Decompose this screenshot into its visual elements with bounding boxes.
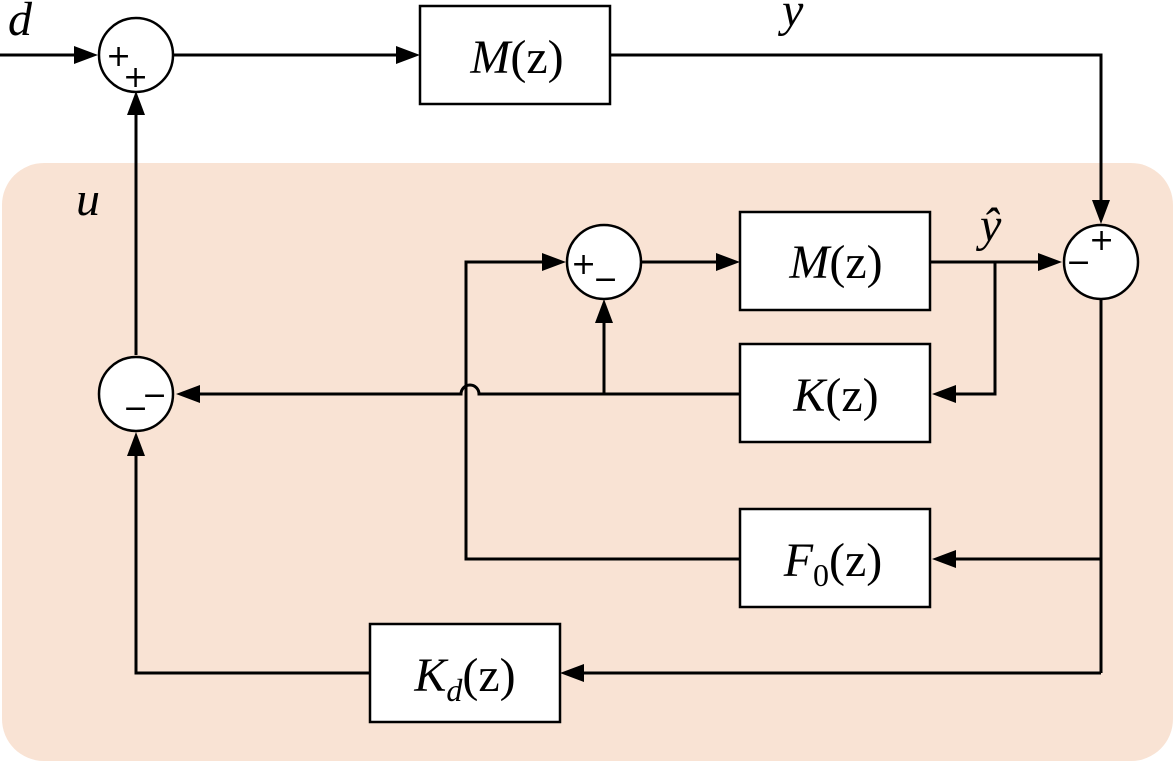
- controller-region: [2, 163, 1173, 761]
- wire-kd-output: [134, 444, 370, 675]
- model-arg: (z): [829, 236, 882, 289]
- block-f0: F0(z): [738, 507, 932, 609]
- sum-junction-4: − −: [97, 355, 175, 433]
- sum-junction-3: + −: [1062, 223, 1140, 301]
- wire-yhat-to-k: [940, 262, 997, 396]
- svg-text:Kd(z): Kd(z): [413, 649, 515, 708]
- arrow-into-f0: [932, 550, 956, 568]
- plant-name: M: [469, 31, 513, 84]
- svg-text:K(z): K(z): [792, 369, 878, 422]
- signal-d: d: [8, 0, 33, 46]
- model-name: M: [788, 236, 832, 289]
- block-plant: M(z): [418, 4, 612, 106]
- arrow-into-kd: [560, 664, 584, 682]
- arrow-into-sum3-top: [1092, 200, 1110, 224]
- arrow-into-sum2-left: [542, 253, 566, 271]
- sum4-sign-right: −: [142, 378, 167, 413]
- sum-junction-1: + +: [97, 16, 175, 95]
- signal-y-hat: ŷ: [975, 199, 1002, 252]
- signal-u: u: [76, 173, 100, 226]
- sum3-sign-left: −: [1066, 245, 1091, 280]
- arrow-into-sum4-right: [176, 385, 200, 403]
- arrow-into-k: [932, 385, 956, 403]
- arrow-into-sum4-bottom: [127, 432, 145, 456]
- sum2-sign-left: +: [571, 247, 596, 282]
- kd-name: K: [413, 649, 449, 702]
- svg-text:F0(z): F0(z): [783, 534, 883, 593]
- arrow-into-model: [716, 253, 740, 271]
- block-model: M(z): [738, 210, 932, 312]
- wire-f0-output: [464, 260, 740, 561]
- f0-arg: (z): [829, 534, 882, 587]
- sum4-sign-bottom: −: [123, 391, 148, 426]
- k-name: K: [792, 369, 828, 422]
- f0-name: F: [783, 534, 814, 587]
- sum3-sign-top: +: [1089, 223, 1114, 258]
- svg-text:M(z): M(z): [469, 31, 563, 84]
- block-kd: Kd(z): [368, 622, 562, 724]
- wire-k-output: [184, 383, 740, 396]
- kd-arg: (z): [462, 649, 515, 702]
- arrow-into-sum3-left: [1038, 253, 1062, 271]
- block-k: K(z): [738, 342, 932, 444]
- signal-y: y: [777, 0, 804, 37]
- arrow-into-plant: [396, 46, 420, 64]
- sum-junction-2: + −: [565, 223, 643, 301]
- f0-sub: 0: [813, 557, 829, 593]
- sum1-sign-left: +: [106, 39, 131, 74]
- arrow-into-sum1-bottom: [127, 91, 145, 115]
- svg-text:M(z): M(z): [788, 236, 882, 289]
- kd-sub: d: [446, 672, 463, 708]
- sum1-sign-bottom: +: [123, 60, 148, 95]
- arrow-into-sum1-left: [74, 46, 98, 64]
- sum2-sign-bottom: −: [593, 262, 618, 297]
- wire-y-output: [610, 53, 1103, 216]
- arrow-into-sum2-bottom: [595, 299, 613, 323]
- plant-arg: (z): [510, 31, 563, 84]
- k-arg: (z): [825, 369, 878, 422]
